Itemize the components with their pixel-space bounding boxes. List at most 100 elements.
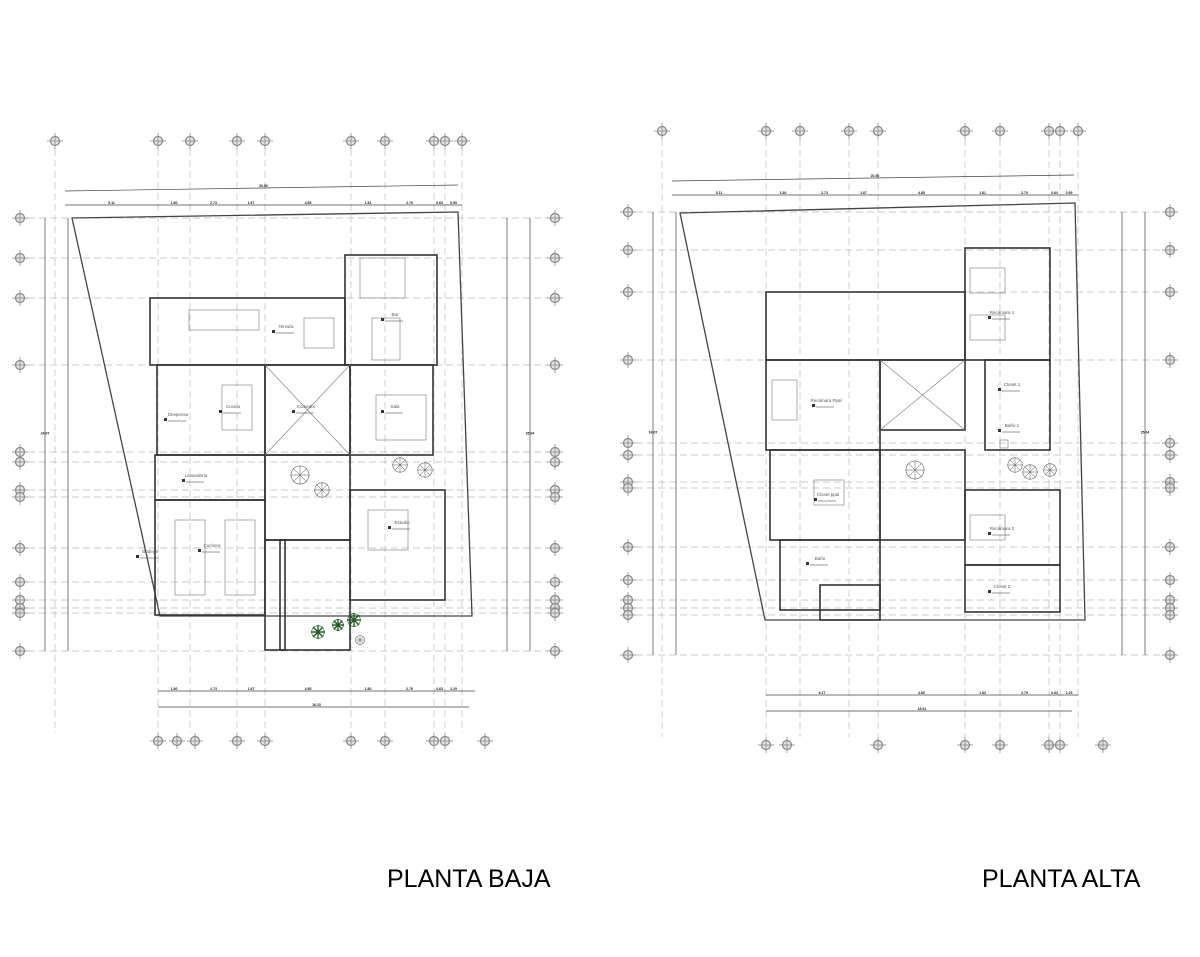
plant-icon xyxy=(355,635,365,645)
furniture xyxy=(359,257,406,299)
upper-floor-title: PLANTA ALTA xyxy=(982,865,1141,893)
dimension-line xyxy=(64,184,459,192)
plant-leaf xyxy=(356,639,361,644)
plant-leaf xyxy=(337,624,343,630)
room-label: Bar xyxy=(391,312,399,317)
dimension-total: 24.07 xyxy=(649,431,658,435)
wall xyxy=(349,364,434,456)
wall xyxy=(349,489,446,601)
dimension-value: 1.67 xyxy=(860,191,867,195)
plant-leaf xyxy=(321,489,328,496)
plant-icon xyxy=(332,619,344,631)
furniture xyxy=(188,309,260,331)
dimension-value: 1.67 xyxy=(248,201,255,205)
furniture xyxy=(371,317,401,361)
room-label: Despensa xyxy=(168,412,189,417)
room-label: Lavandería xyxy=(185,473,208,478)
plant-leaf xyxy=(1024,471,1031,478)
plant-leaf xyxy=(1029,471,1036,478)
plant-icon xyxy=(347,613,361,627)
room-label: Closet 2 xyxy=(994,584,1011,589)
dimension-value: 5.11 xyxy=(108,201,115,205)
dimension-total: 25.04 xyxy=(1141,431,1150,435)
dimension-line xyxy=(671,174,1075,182)
room-label: Terraza xyxy=(278,324,294,329)
level-marker-icon xyxy=(388,526,391,529)
plant-leaf xyxy=(348,619,355,626)
ground-floor-title: PLANTA BAJA xyxy=(387,865,551,893)
plant-leaf xyxy=(353,619,360,626)
wall xyxy=(879,449,966,541)
plant-leaf xyxy=(419,469,426,476)
furniture xyxy=(367,509,409,551)
dimension-value: 4.85 xyxy=(918,691,925,695)
room-label: Recámara 1 xyxy=(990,310,1015,315)
plant-leaf xyxy=(292,467,301,476)
plant-icon xyxy=(311,625,325,639)
dimension-value: 0.63 xyxy=(436,687,443,691)
dimension-value: 5.11 xyxy=(716,191,723,195)
plant-leaf xyxy=(1049,469,1056,476)
plant-leaf xyxy=(359,639,364,644)
dimension-value: 1.80 xyxy=(365,687,372,691)
room-label: Closet 1 xyxy=(1004,382,1021,387)
plant-leaf xyxy=(321,484,328,491)
room-label: Cocina xyxy=(226,404,241,409)
dimension-value: 4.85 xyxy=(305,201,312,205)
dimension-value: 2.29 xyxy=(1066,691,1073,695)
dimension-value: 1.81 xyxy=(365,201,372,205)
plant-leaf xyxy=(316,484,323,491)
level-marker-icon xyxy=(381,318,384,321)
level-marker-icon xyxy=(998,388,1001,391)
room-label: Closet ppal xyxy=(817,492,840,497)
dimension-value: 2.73 xyxy=(210,687,217,691)
level-marker-icon xyxy=(164,418,167,421)
plant-icon xyxy=(417,462,433,478)
plant-icon xyxy=(392,457,408,473)
wall xyxy=(819,584,881,621)
plant-leaf xyxy=(914,462,923,471)
furniture xyxy=(999,439,1009,449)
void-cross xyxy=(879,359,966,431)
plant-leaf xyxy=(1049,464,1056,471)
dimension-value: 2.73 xyxy=(821,191,828,195)
dimension-value: 4.85 xyxy=(918,191,925,195)
dimension-value: 1.83 xyxy=(979,691,986,695)
dimension-value: 4.85 xyxy=(305,687,312,691)
furniture xyxy=(969,514,1006,541)
room-label: Recámara 2 xyxy=(990,526,1015,531)
level-marker-icon xyxy=(812,404,815,407)
plant-leaf xyxy=(914,469,923,478)
plant-leaf xyxy=(394,464,401,471)
dimension-value: 1.80 xyxy=(171,687,178,691)
plant-icon xyxy=(1043,463,1057,477)
room-label: Estudio xyxy=(394,520,410,525)
wall xyxy=(765,291,966,361)
room-label: Sala xyxy=(390,404,400,409)
dimension-total: 20.50 xyxy=(259,184,268,188)
dimension-value: 0.63 xyxy=(1051,191,1058,195)
furniture xyxy=(221,384,253,431)
wall xyxy=(149,297,346,366)
plant-icon xyxy=(1022,464,1038,480)
level-marker-icon xyxy=(198,549,201,552)
plant-icon xyxy=(905,460,925,480)
plant-leaf xyxy=(1014,459,1021,466)
furniture xyxy=(969,314,1006,341)
level-marker-icon xyxy=(292,410,295,413)
void-cross xyxy=(264,364,351,456)
dimension-value: 1.80 xyxy=(171,201,178,205)
plant-leaf xyxy=(312,631,319,638)
dimension-value: 0.59 xyxy=(1066,191,1073,195)
plant-leaf xyxy=(337,620,343,626)
wall xyxy=(264,454,351,541)
plant-leaf xyxy=(359,636,364,641)
wall xyxy=(344,254,438,366)
wall xyxy=(156,364,266,456)
wall xyxy=(154,499,266,616)
dimension-value: 0.63 xyxy=(1051,691,1058,695)
dimension-total: 20.50 xyxy=(871,174,880,178)
level-marker-icon xyxy=(219,410,222,413)
